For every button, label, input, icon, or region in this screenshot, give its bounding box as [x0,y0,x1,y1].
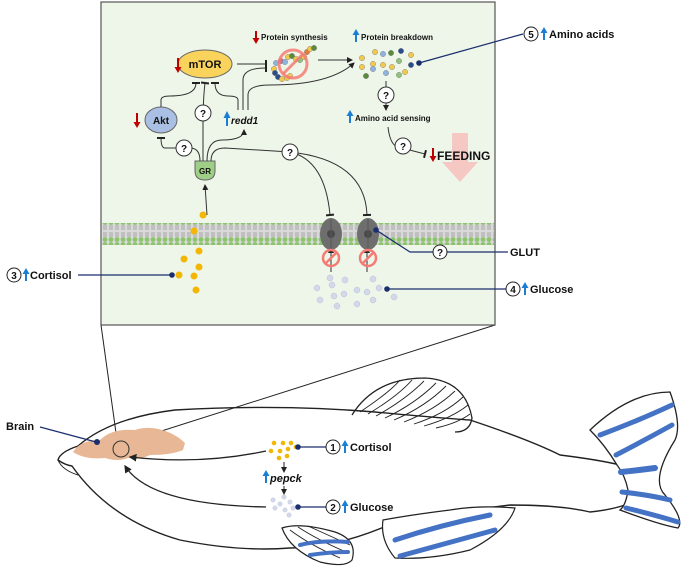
svg-text:?: ? [400,142,406,153]
gr-receptor: GR [194,160,216,181]
fish-mouth [57,459,79,476]
up-arrow-icon [341,440,349,453]
akt-label: Akt [153,116,170,127]
glucose-to-brain-arrow [124,464,267,508]
pepck: pepck [262,462,303,495]
akt-node: Akt [133,106,178,134]
svg-text:?: ? [287,148,293,159]
svg-text:?: ? [200,109,206,120]
amino-acid-sensing: Amino acid sensing [346,110,431,123]
unknown-marker-gr-glut: ? [281,143,299,161]
callout-4-glucose: 4 Glucose [384,281,573,297]
mtor-node: mTOR [174,49,233,79]
up-arrow-icon [352,29,360,42]
amino-acid-sensing-label: Amino acid sensing [355,114,431,123]
fish-dorsal-outline [77,406,621,466]
blocked-icon [321,248,341,268]
liver-glucose-molecules [270,494,296,518]
protein-breakdown: Protein breakdown [352,29,433,79]
fish-ventral-outline [57,445,626,550]
glut-transporters [320,218,379,268]
svg-text:?: ? [181,144,187,155]
free-amino-acids-icon [359,48,414,79]
unknown-marker-sensing-feeding: ? [394,137,412,155]
caudal-fin [589,391,681,529]
down-arrow-icon [133,113,141,128]
cortisol-to-brain-arrow [128,450,267,462]
callout-number: 5 [528,30,534,41]
blocked-icon [358,248,378,268]
callout-label: Cortisol [30,270,72,282]
dorsal-fin [351,377,473,433]
down-arrow-icon [429,148,437,162]
callout-label: Cortisol [350,442,392,454]
protein-synthesis-label: Protein synthesis [261,33,328,42]
gr-label: GR [199,167,211,176]
up-arrow-icon [346,110,354,123]
up-arrow-icon [223,111,231,126]
callout-3-cortisol: 3 Cortisol [6,267,175,283]
panel-background [100,1,496,326]
pepck-label: pepck [269,473,303,485]
up-arrow-icon [521,282,529,295]
svg-text:?: ? [383,91,389,102]
feeding-decrease-arrow-icon [442,133,478,182]
anal-fin [381,506,516,559]
callout-number: 3 [11,271,17,282]
callout-label: Glucose [530,284,573,296]
fish-illustration: Brain pepck 1 [6,377,681,566]
feeding-label: FEEDING [437,149,490,163]
down-arrow-icon [252,31,260,44]
inhibited-icon [277,48,309,80]
glucose-molecules [313,274,398,310]
unknown-markers: ? ? ? ? ? [175,86,412,161]
callout-glut: ? GLUT [373,227,540,260]
callout-1-cortisol: 1 Cortisol [295,439,392,455]
pelvic-fin [281,525,354,566]
callout-number: 1 [330,443,336,454]
up-arrow-icon [262,470,270,483]
glut-unknown-mark: ? [437,248,443,259]
callout-label: Glucose [350,502,393,514]
unknown-marker-gr-mtor: ? [194,104,212,122]
cell-membrane [102,223,494,245]
unknown-marker-breakdown-sensing: ? [377,86,395,104]
callout-label: Amino acids [549,29,614,41]
glut-label: GLUT [510,247,540,259]
protein-breakdown-label: Protein breakdown [361,33,433,42]
down-arrow-icon [174,58,182,73]
glut-transporter [357,218,379,250]
up-arrow-icon [540,27,548,40]
liver-cortisol-molecules [268,440,299,461]
mtor-label: mTOR [189,59,222,71]
zoom-projection-lines [100,324,496,442]
protein-synthesis: Protein synthesis [252,31,328,82]
callout-2-glucose: 2 Glucose [295,499,393,515]
cortisol-molecules [175,211,207,294]
brain [73,427,185,460]
brain-zoom-region [112,440,130,458]
brain-label: Brain [6,421,34,433]
cellular-panel: mTOR Akt GR redd1 [100,1,496,326]
up-arrow-icon [22,268,30,281]
callout-number: 2 [330,503,336,514]
callout-number: 4 [510,285,516,296]
callout-5-amino-acids: 5 Amino acids [416,26,614,66]
brain-callout: Brain [6,421,100,445]
unknown-marker-gr-akt: ? [175,139,193,157]
feeding: FEEDING [429,133,490,182]
redd1-label: redd1 [231,116,259,127]
glut-transporter [320,218,342,250]
redd1-node: redd1 [223,111,259,127]
up-arrow-icon [341,500,349,513]
